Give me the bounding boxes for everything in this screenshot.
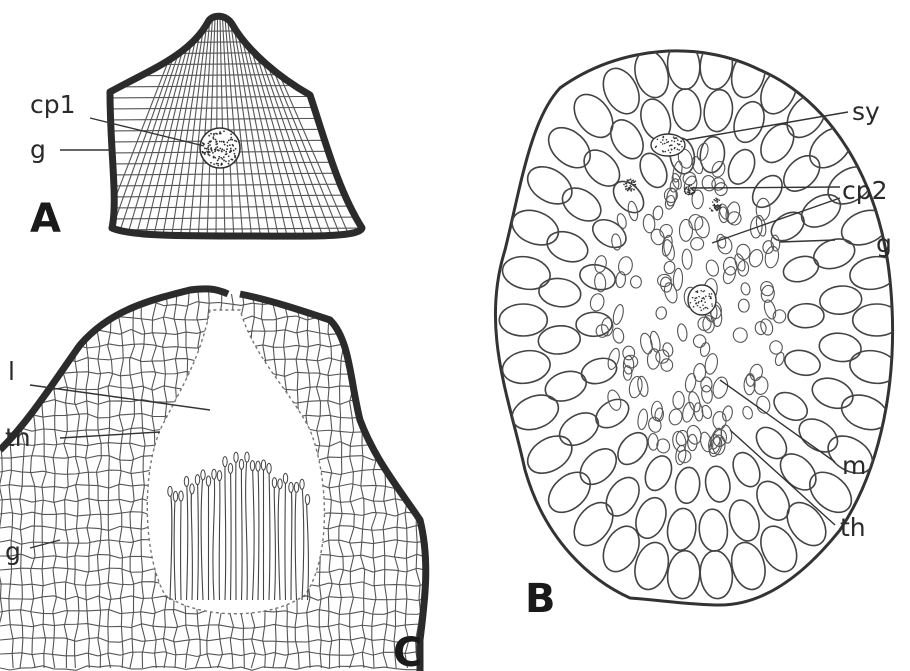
label-g-b: g (876, 229, 892, 258)
label-cp2: cp2 (842, 176, 888, 205)
g-leader-c (30, 540, 60, 548)
panel-letter-b: B (525, 576, 556, 622)
label-g-c: g (5, 537, 21, 566)
panel-c: l th g C (0, 280, 453, 671)
th-leader-c (60, 432, 160, 438)
panel-letter-a: A (30, 196, 61, 242)
panel-a: cp1 g A (30, 16, 370, 242)
label-th-c: th (5, 423, 31, 452)
label-sy: sy (852, 97, 880, 126)
label-th-b: th (840, 513, 866, 542)
panel-letter-c: C (393, 630, 422, 671)
label-l: l (8, 357, 15, 386)
panel-a-outline (110, 16, 362, 236)
label-cp1: cp1 (30, 90, 76, 119)
cp2-leader-1 (690, 187, 840, 188)
label-g-a: g (30, 135, 46, 164)
label-m: m (842, 451, 866, 480)
panel-b: sy cp2 g m th B (495, 40, 900, 622)
panel-b-outline (495, 51, 892, 605)
